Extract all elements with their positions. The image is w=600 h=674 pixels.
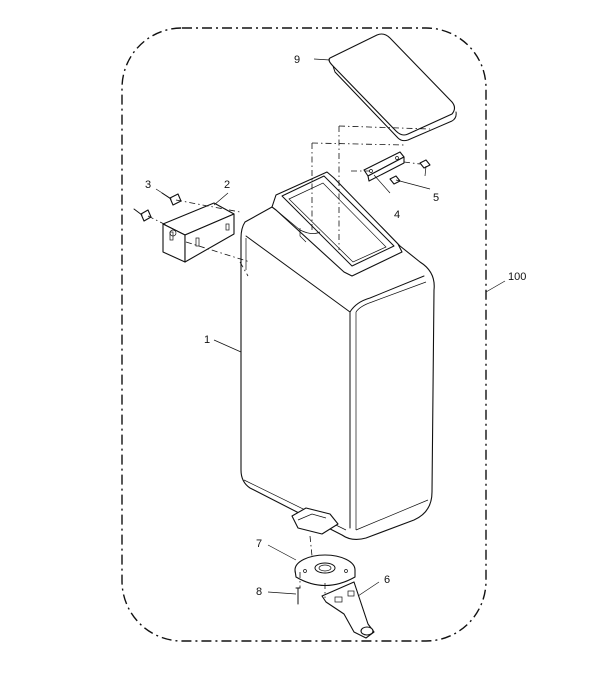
mounting-bracket-part (162, 202, 235, 263)
lever-bracket-part (321, 581, 375, 639)
assembly-boundary (121, 27, 487, 642)
callout-3: 3 (145, 179, 151, 191)
callout-2: 2 (224, 179, 230, 191)
plate-part (363, 151, 405, 182)
callout-4: 4 (394, 209, 400, 221)
nut-part (389, 159, 431, 185)
lid-part (328, 33, 457, 142)
leader-lines (155, 58, 506, 597)
callout-8: 8 (256, 586, 262, 598)
callout-6: 6 (384, 574, 390, 586)
callout-9: 9 (294, 54, 300, 66)
screw-part (133, 192, 182, 222)
callout-5: 5 (433, 192, 439, 204)
callout-100: 100 (508, 271, 526, 283)
pin-part (295, 587, 301, 605)
bottom-outlet (291, 507, 339, 535)
assembly-center-lines (147, 125, 431, 598)
callout-1: 1 (204, 334, 210, 346)
base-plate-part (294, 554, 356, 586)
tank-body-part (240, 171, 435, 541)
callout-7: 7 (256, 538, 262, 550)
